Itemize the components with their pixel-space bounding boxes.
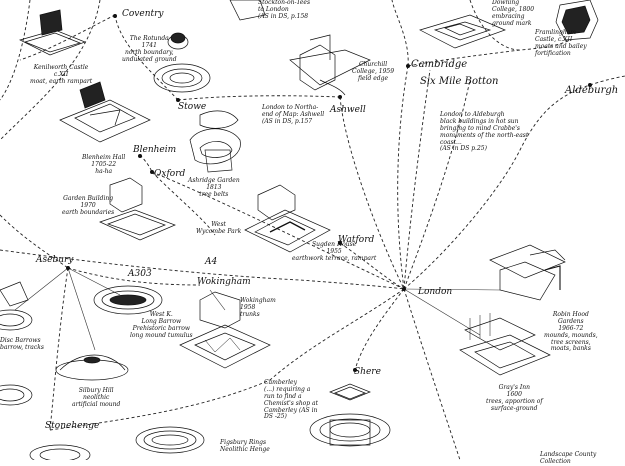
caption-kenilworth: Kenilworth Castle c.XII moat, earth ramp… xyxy=(30,64,93,85)
caption-greys-inn: Gray's Inn 1600 trees, apportion of surf… xyxy=(486,384,543,412)
town-aldeburgh: Aldeburgh xyxy=(565,85,619,96)
route-london-south xyxy=(403,288,461,460)
sketch-blenheim xyxy=(59,81,151,143)
caption-london-aldeburgh: London to Aldeburgh black buildings in h… xyxy=(440,111,529,153)
connector-london-graysinn xyxy=(403,288,481,336)
site-sketches xyxy=(0,0,599,460)
caption-silbury: Silbury Hill neolithic artificial mound xyxy=(72,387,121,408)
town-watford: Watford xyxy=(338,235,375,245)
caption-robin-hood: Robin Hood Gardens 1966-72 mounds, mound… xyxy=(544,311,598,353)
caption-blenheim-hall: Blenheim Hall 1705-22 ha-ha xyxy=(82,154,126,175)
caption-west-kennet: West K. Long Barrow Prehistoric barrow l… xyxy=(130,311,193,339)
sketch-disc-barrows xyxy=(0,281,33,331)
route-coventry-west xyxy=(19,14,116,61)
sketch-stonehenge xyxy=(0,384,91,460)
place-dot-aldeburgh xyxy=(588,83,592,87)
town-wokingham: Wokingham xyxy=(197,277,251,287)
town-coventry: Coventry xyxy=(122,9,164,19)
route-left-edge xyxy=(0,0,101,141)
town-shere: Shere xyxy=(354,367,381,377)
route-aldeburgh-east xyxy=(589,75,625,86)
caption-disc-barrows: Disc Barrows barrow, tracks xyxy=(0,337,44,351)
sketch-wokingham xyxy=(179,291,271,369)
caption-garden-building: Garden Building 1970 earth boundaries xyxy=(62,195,115,216)
route-london-shere xyxy=(354,288,405,371)
route-left-mid xyxy=(0,214,69,269)
place-dot-watford xyxy=(338,241,342,245)
caption-london-north: London to Northa- end of Map: Ashwell (A… xyxy=(262,104,325,125)
route-london-north2 xyxy=(403,69,431,290)
sketch-downing xyxy=(419,14,506,49)
town-stonehenge: Stonehenge xyxy=(45,421,100,431)
town-ashwell: Ashwell xyxy=(330,105,366,115)
sketch-rotunda xyxy=(153,32,211,93)
route-asbury-south xyxy=(49,267,69,431)
sketch-silbury xyxy=(55,354,129,381)
place-dot-ashwell xyxy=(338,95,342,99)
place-dot-london xyxy=(402,287,406,291)
caption-downing: Downing College, 1800 embracing ground m… xyxy=(492,0,535,27)
connector-london-robinhood xyxy=(403,288,501,291)
place-dot-asbury xyxy=(66,266,70,270)
sketch-west-kennet xyxy=(93,285,163,315)
sketch-grays-inn xyxy=(459,313,551,376)
connector-asbury-westkennet xyxy=(67,267,121,296)
sketch-shere xyxy=(309,383,391,447)
connector-asbury-silbury xyxy=(67,267,96,351)
sketch-garden-building xyxy=(99,177,176,241)
caption-rotunda: The Rotunda 1741 north boundary, undulat… xyxy=(122,35,177,63)
sketch-kenilworth xyxy=(19,9,86,56)
route-london-aldeburgh xyxy=(403,84,591,290)
caption-ashridge: Ashridge Garden 1813 tree belts xyxy=(188,177,240,198)
town-cambridge: Cambridge xyxy=(411,59,468,70)
road-a4: A4 xyxy=(205,257,218,267)
route-oxford-london xyxy=(151,171,405,290)
place-dot-blenheim xyxy=(138,154,142,158)
caption-west-wycombe: West Wycombe Park xyxy=(196,221,242,235)
town-asbury: Asebury xyxy=(36,255,74,265)
town-oxford: Oxford xyxy=(154,169,186,179)
town-london: London xyxy=(418,287,453,297)
route-london-northeast xyxy=(403,79,471,290)
caption-framlingham: Framlingham Castle, c.XII moats and bail… xyxy=(535,29,587,57)
sketch-ashridge xyxy=(189,110,241,173)
route-ashwell-london xyxy=(339,96,405,290)
route-oxford-westwycombe xyxy=(151,171,216,236)
route-stonehenge-east xyxy=(49,379,271,431)
route-cambridge-north xyxy=(391,0,409,67)
connector-asbury-disc xyxy=(14,267,69,311)
caption-london-sub: Landscape County Collection xyxy=(540,451,597,465)
caption-camberley: Camberley (...) requiring a run to find … xyxy=(264,379,319,421)
sketch-stockton xyxy=(229,0,266,21)
caption-wokingham-site: Wokingham 1958 trunks xyxy=(240,297,276,318)
place-dot-oxford xyxy=(150,170,154,174)
caption-figsbury: Figsbury Rings Neolithic Henge xyxy=(220,439,270,453)
place-dot-cambridge xyxy=(406,64,410,68)
route-a4-london xyxy=(0,249,405,290)
route-watford-london xyxy=(339,242,405,290)
route-asbury-east xyxy=(67,267,201,286)
route-london-camberley xyxy=(269,288,405,381)
caption-stockton: Stockton-on-Tees to London (AS in DS, p.… xyxy=(258,0,311,20)
town-six-mile-bottom: Six Mile Botton xyxy=(420,76,499,87)
route-cambridge-east xyxy=(407,39,571,67)
caption-sugden: Sugden House 1955 earthwork terrace, ram… xyxy=(292,241,377,262)
route-stowe-ashwell xyxy=(177,95,341,101)
town-stowe: Stowe xyxy=(178,102,207,112)
place-dot-shere xyxy=(353,368,357,372)
route-cambridge-london xyxy=(397,65,409,290)
sketch-sugden xyxy=(244,184,331,253)
sketch-robin-hood xyxy=(489,244,566,301)
place-dot-stowe xyxy=(176,98,180,102)
road-a303: A303 xyxy=(128,269,152,279)
sketch-figsbury xyxy=(135,426,205,454)
place-dot-coventry xyxy=(113,14,117,18)
town-blenheim: Blenheim xyxy=(133,145,177,155)
caption-churchill: Churchill College, 1959 field edge xyxy=(352,61,395,82)
route-left-lower xyxy=(0,0,31,101)
sketch-framlingham xyxy=(555,0,599,41)
sketch-churchill xyxy=(289,34,371,96)
